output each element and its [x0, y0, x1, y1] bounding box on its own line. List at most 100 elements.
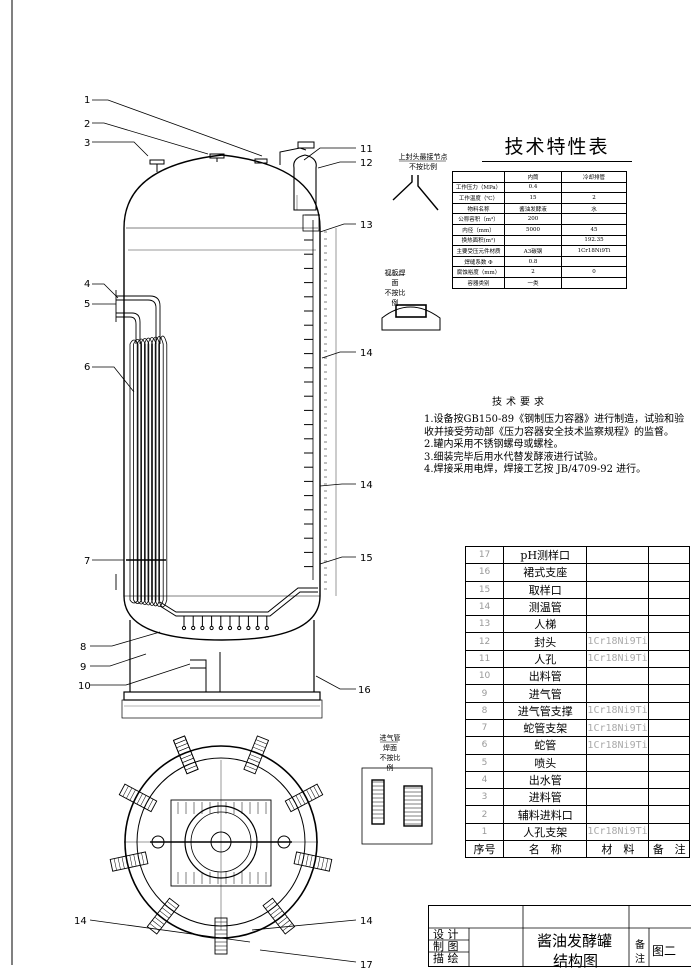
- callout-label: 9: [80, 662, 86, 673]
- callout-label: 10: [78, 681, 91, 692]
- parts-cell-no: 17: [464, 545, 505, 565]
- parts-cell-name: 辅料进料口: [503, 805, 588, 824]
- sheet-number: 图二: [652, 944, 677, 958]
- plan-rib: [284, 783, 324, 813]
- parts-cell-no: 8: [464, 701, 505, 720]
- parts-cell-no: 2: [464, 805, 505, 824]
- leader-line: [303, 147, 356, 161]
- callout-label: 14: [360, 348, 373, 359]
- callout-label: 7: [84, 556, 90, 567]
- parts-header-material: 材 料: [586, 840, 650, 859]
- coil-tube: [154, 336, 164, 607]
- parts-cell-remark: [648, 649, 690, 669]
- parts-cell-remark: [648, 753, 690, 772]
- parts-cell-name: 蛇管支架: [503, 718, 588, 738]
- plan-rib: [146, 897, 180, 935]
- plan-rib: [109, 851, 149, 872]
- parts-cell-remark: [648, 718, 690, 738]
- spec-cell: 45: [561, 223, 627, 236]
- parts-cell-material: 1Cr18Ni9Ti: [586, 632, 650, 651]
- spec-row: 内筒冷却排管: [452, 171, 627, 183]
- role-trace: 描 绘: [433, 952, 459, 965]
- spec-cell: 一类: [504, 276, 562, 289]
- spec-row: 物料名称酱油发酵液水: [452, 202, 627, 215]
- spec-cell: 192.35: [561, 234, 627, 247]
- parts-cell-name: 进气管: [503, 684, 588, 703]
- parts-cell-no: 13: [464, 615, 505, 634]
- skirt-support: [121, 620, 323, 719]
- parts-cell-remark: [648, 667, 690, 686]
- parts-cell-name: 裙式支座: [503, 563, 588, 582]
- callout-label: 2: [84, 119, 90, 130]
- parts-cell-remark: [648, 822, 690, 842]
- dimension-lines: [128, 195, 337, 596]
- parts-cell-remark: [648, 563, 690, 582]
- spec-cell: 15: [504, 192, 562, 204]
- parts-cell-remark: [648, 580, 690, 599]
- parts-cell-remark: [648, 632, 690, 651]
- parts-cell-name: 进料管: [503, 788, 588, 807]
- nozzle-tip: [200, 625, 205, 631]
- spec-cell: 物料名称: [452, 202, 505, 215]
- callout-label: 8: [80, 642, 86, 653]
- parts-cell-name: pH测样口: [503, 545, 588, 565]
- spec-cell: 主要受压元件材质: [452, 245, 505, 257]
- requirements-list: 1.设备按GB150-89《钢制压力容器》进行制造，试验和验收并接受劳动部《压力…: [424, 414, 690, 477]
- parts-cell-remark: [648, 684, 690, 703]
- coil-tube: [158, 335, 168, 608]
- tank-shell: [123, 154, 321, 641]
- parts-cell-no: 4: [464, 770, 505, 790]
- parts-cell-material: [586, 615, 650, 634]
- parts-cell-material: 1Cr18Ni9Ti: [586, 822, 650, 842]
- leader-line: [259, 949, 357, 963]
- leader-line: [317, 161, 356, 169]
- parts-cell-name: 出水管: [503, 770, 588, 790]
- callout-label: 11: [360, 144, 373, 155]
- plan-rib: [172, 735, 199, 775]
- callout-label: 5: [84, 299, 90, 310]
- spec-cell: 2: [561, 192, 627, 204]
- parts-cell-material: [586, 684, 650, 703]
- parts-cell-remark: [648, 615, 690, 634]
- parts-cell-no: 16: [464, 563, 505, 582]
- requirement-item: 3.细装完毕后用水代替发酵液进行试验。: [424, 451, 604, 463]
- parts-cell-name: 出料管: [503, 667, 588, 686]
- plan-rib: [293, 851, 333, 872]
- role-draw: 制 图: [433, 940, 459, 953]
- parts-cell-name: 取样口: [503, 580, 588, 599]
- nozzle-tip: [191, 625, 196, 631]
- spec-row: 容器类别一类: [452, 276, 627, 289]
- spec-row: 换热面积(m²)192.35: [452, 234, 627, 247]
- parts-cell-material: [586, 805, 650, 824]
- spec-cell: [452, 171, 505, 183]
- parts-cell-material: [586, 545, 650, 565]
- parts-cell-material: 1Cr18Ni9Ti: [586, 649, 650, 669]
- spec-cell: 酱油发酵液: [504, 202, 562, 215]
- leader-line: [92, 141, 149, 157]
- leader-line: [89, 919, 251, 943]
- leader-line: [319, 223, 356, 233]
- callout-label: 4: [84, 279, 90, 290]
- requirements-title: 技术要求: [492, 397, 548, 408]
- coil-tube: [144, 337, 153, 606]
- spec-cell: 2: [504, 266, 562, 278]
- parts-cell-material: [586, 563, 650, 582]
- parts-cell-material: [586, 788, 650, 807]
- parts-cell-name: 封头: [503, 632, 588, 651]
- leader-line: [90, 663, 191, 686]
- spec-row: 公称容积（m³）200: [452, 213, 627, 225]
- leader-line: [90, 653, 147, 667]
- parts-cell-name: 人梯: [503, 615, 588, 634]
- ladder-detail-sketch: [381, 304, 441, 331]
